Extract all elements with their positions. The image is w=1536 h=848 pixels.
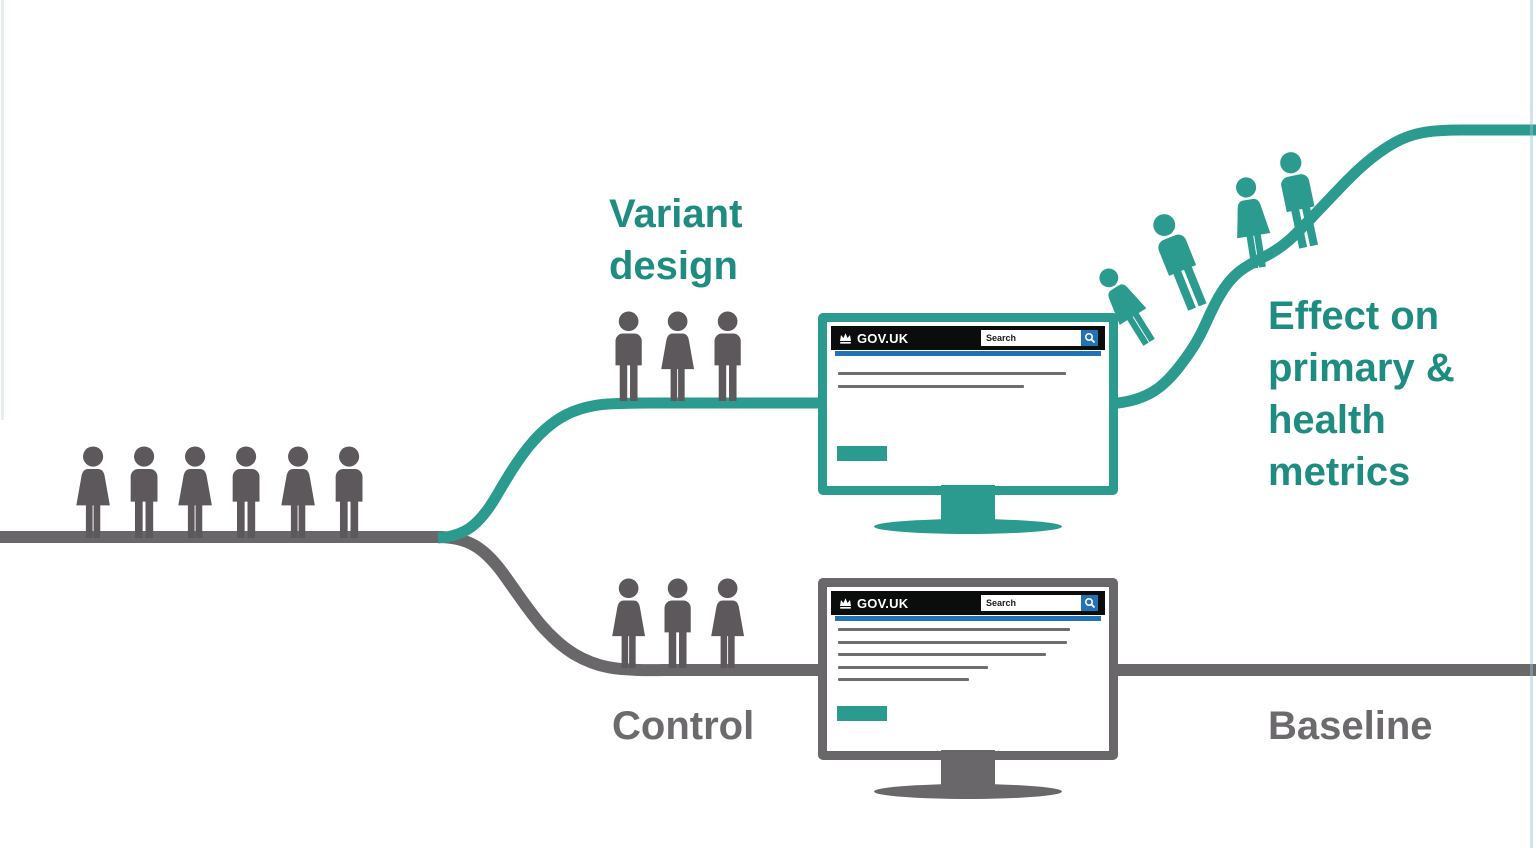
govuk-logo-text: GOV.UK <box>857 595 909 611</box>
monitor-base <box>874 519 1062 534</box>
control-label: Control <box>612 704 755 748</box>
control-path-line <box>0 531 1536 677</box>
text-line <box>838 653 1046 656</box>
browser-screen: GOV.UK Search <box>827 587 1109 751</box>
person-icon-male <box>1267 147 1331 251</box>
person-icon-male <box>328 446 370 538</box>
effect-metrics-label: Effect on primary & health metrics <box>1268 294 1455 494</box>
govuk-header-bar: GOV.UK Search <box>831 591 1105 615</box>
govuk-header-bar: GOV.UK Search <box>831 326 1105 350</box>
browser-screen: GOV.UK Search <box>827 322 1109 486</box>
person-icon-female <box>72 446 114 538</box>
govuk-blue-bar <box>835 616 1101 621</box>
person-icon-male <box>608 311 649 401</box>
text-line <box>838 640 1067 644</box>
search-icon <box>1084 597 1095 609</box>
variant-users-group <box>608 311 748 401</box>
search-button <box>1081 595 1098 611</box>
search-input-label: Search <box>986 598 1017 608</box>
person-icon-female <box>1224 174 1280 271</box>
green-start-button <box>837 706 887 721</box>
search-icon <box>1084 332 1095 344</box>
text-line <box>838 628 1070 631</box>
person-icon-male <box>657 578 698 668</box>
page-text-lines <box>838 372 1066 397</box>
monitor-stand <box>941 485 995 521</box>
person-icon-female <box>174 446 216 538</box>
person-icon-female <box>657 311 698 401</box>
person-icon-female <box>608 578 649 668</box>
page-text-lines <box>838 628 1070 691</box>
text-line <box>838 372 1066 375</box>
green-start-button <box>837 446 887 461</box>
person-icon-male <box>707 311 748 401</box>
text-line <box>838 384 1024 388</box>
person-icon-male <box>123 446 165 538</box>
person-icon-female <box>707 578 748 668</box>
person-icon-female <box>277 446 319 538</box>
person-icon-male <box>1139 206 1219 316</box>
crown-icon <box>838 332 853 344</box>
search-input: Search <box>981 330 1081 346</box>
right-edge-artifact <box>1530 0 1533 848</box>
variant-path-line <box>437 124 1536 544</box>
crown-icon <box>838 597 853 609</box>
monitor-base <box>874 784 1062 799</box>
population-group <box>72 446 370 538</box>
monitor-stand <box>941 750 995 786</box>
search-input: Search <box>981 595 1081 611</box>
govuk-logo-text: GOV.UK <box>857 330 909 346</box>
text-line <box>838 678 969 681</box>
person-icon-male <box>225 446 267 538</box>
baseline-label: Baseline <box>1268 704 1433 748</box>
control-users-group <box>608 578 748 668</box>
monitor-variant: GOV.UK Search <box>818 313 1118 534</box>
variant-design-label: Variant design <box>609 192 743 288</box>
text-line <box>838 665 988 669</box>
search-button <box>1081 330 1098 346</box>
left-edge-artifact <box>1 0 4 420</box>
govuk-blue-bar <box>835 351 1101 356</box>
monitor-control: GOV.UK Search <box>818 578 1118 799</box>
search-input-label: Search <box>986 333 1017 343</box>
